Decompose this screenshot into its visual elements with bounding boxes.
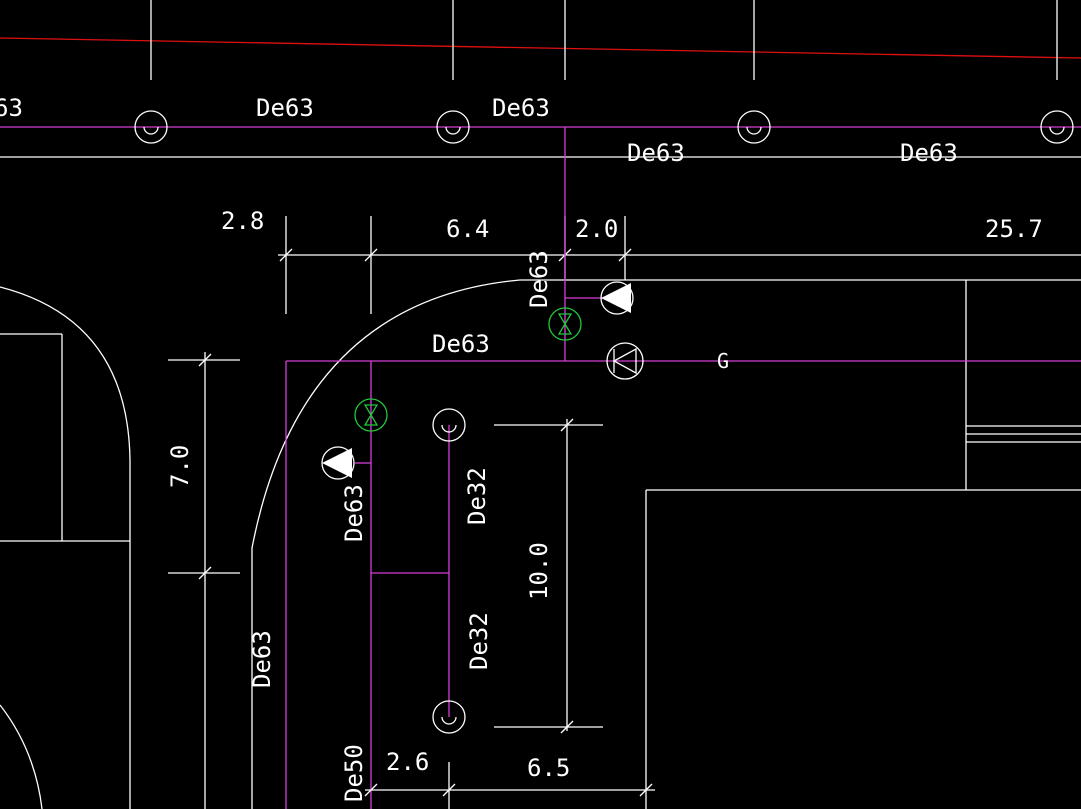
label-de63-top-3: De63 <box>627 139 685 167</box>
label-de63-horizontal-mid: De63 <box>432 330 490 358</box>
right-building <box>645 280 1081 809</box>
hydrant-icon <box>321 446 355 480</box>
label-de63-vertical-top: De63 <box>525 250 553 308</box>
label-de32-lower: De32 <box>465 612 493 670</box>
manhole-icon <box>436 110 470 144</box>
label-de63-left-vertical: De63 <box>248 630 276 688</box>
dim-25-7: 25.7 <box>985 215 1043 243</box>
hydrant-icon <box>600 281 634 315</box>
manhole-icon <box>432 408 466 442</box>
dimension-10-0-line <box>494 418 603 734</box>
valve-icon <box>548 307 582 341</box>
dim-6-4: 6.4 <box>446 215 489 243</box>
bottom-dimension-line <box>364 762 655 809</box>
label-g: G <box>717 349 729 373</box>
manhole-icon <box>737 110 771 144</box>
manhole-icon <box>432 700 466 734</box>
label-de63-top-1: De63 <box>256 94 314 122</box>
dim-2-8: 2.8 <box>221 207 264 235</box>
pipe-network <box>285 127 1081 809</box>
red-boundary-line <box>0 37 1081 59</box>
dimension-7-0-line <box>168 352 240 809</box>
dim-6-5: 6.5 <box>527 754 570 782</box>
label-de63-bottom-left: De63 <box>340 484 368 542</box>
dim-2-0: 2.0 <box>575 215 618 243</box>
manhole-icon <box>1040 110 1074 144</box>
dim-10-0: 10.0 <box>525 542 553 600</box>
road-curb <box>251 279 1081 809</box>
top-ticks <box>150 0 1058 80</box>
valve-icon <box>354 398 388 432</box>
meter-icon <box>606 342 644 380</box>
dim-2-6: 2.6 <box>386 748 429 776</box>
label-de50: De50 <box>340 744 368 802</box>
label-top-cut: 63 <box>0 94 23 122</box>
label-de63-top-2: De63 <box>492 94 550 122</box>
label-de63-top-4: De63 <box>900 139 958 167</box>
label-de32-upper: De32 <box>463 467 491 525</box>
dim-7-0: 7.0 <box>166 445 194 488</box>
left-building <box>0 286 131 809</box>
manhole-icon <box>134 110 168 144</box>
top-dimension-line <box>278 216 1081 314</box>
